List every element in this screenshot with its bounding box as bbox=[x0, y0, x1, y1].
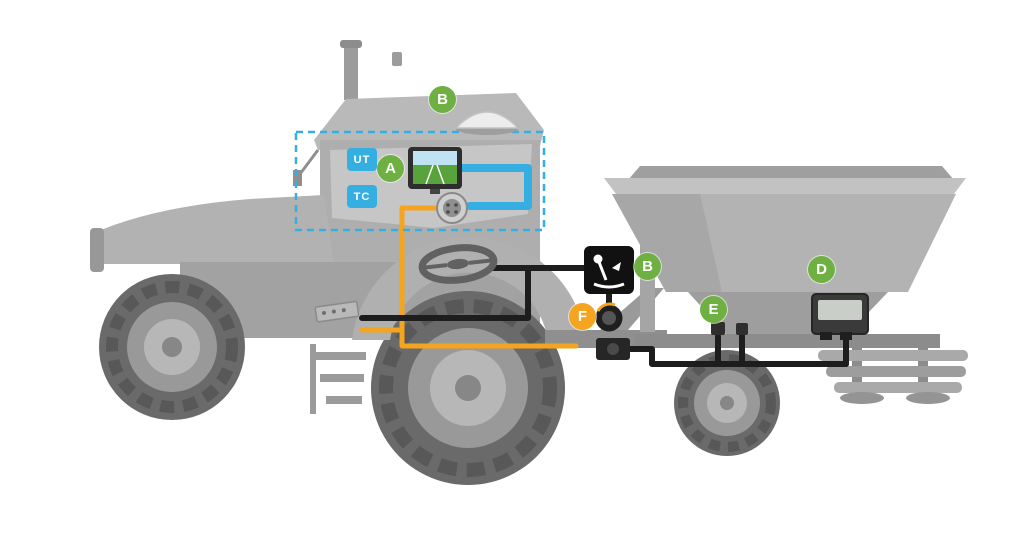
isobus-connector-icon bbox=[436, 192, 468, 224]
badge-f: F bbox=[569, 303, 596, 330]
ecu-module-icon bbox=[811, 293, 869, 340]
front-wheel bbox=[99, 274, 245, 420]
badge-a: A bbox=[377, 155, 404, 182]
hitch-connector-icon bbox=[596, 338, 630, 360]
implement-wheel bbox=[674, 350, 780, 456]
hood bbox=[96, 195, 334, 264]
display-terminal-icon bbox=[408, 147, 462, 194]
tractor-illustration bbox=[90, 40, 586, 485]
gps-antenna-icon bbox=[454, 111, 520, 135]
blue-cable bbox=[458, 164, 532, 210]
black-cable-branch bbox=[359, 265, 531, 321]
badge-b-joystick: B bbox=[634, 253, 661, 280]
rear-wheel bbox=[371, 291, 565, 485]
badge-e: E bbox=[700, 296, 727, 323]
roof-beacon bbox=[392, 52, 402, 66]
sensor-icon bbox=[711, 322, 748, 335]
hopper-opening bbox=[628, 166, 954, 180]
frame-beam bbox=[634, 334, 940, 348]
front-grille bbox=[90, 228, 104, 272]
spinner-discs bbox=[818, 334, 968, 404]
badge-d: D bbox=[808, 256, 835, 283]
orange-cable-main bbox=[399, 205, 579, 349]
ut-label: UT bbox=[347, 148, 377, 171]
hopper-rim bbox=[604, 178, 966, 194]
implement-connector-icon bbox=[595, 302, 623, 332]
cab-steps bbox=[310, 344, 366, 414]
badge-b-antenna: B bbox=[429, 86, 456, 113]
receiver-module-icon bbox=[314, 300, 360, 323]
joystick-icon bbox=[584, 246, 634, 294]
cable-runs bbox=[359, 164, 849, 367]
hopper-shade bbox=[612, 194, 722, 292]
mirror bbox=[293, 149, 320, 186]
exhaust-pipe bbox=[340, 40, 362, 100]
tc-label: TC bbox=[347, 185, 377, 208]
black-cable-implement bbox=[613, 346, 849, 367]
rear-fender bbox=[352, 237, 586, 340]
cab-roof bbox=[314, 93, 544, 150]
cab-zone-dashed-outline bbox=[294, 130, 546, 232]
steering-wheel bbox=[418, 244, 498, 284]
